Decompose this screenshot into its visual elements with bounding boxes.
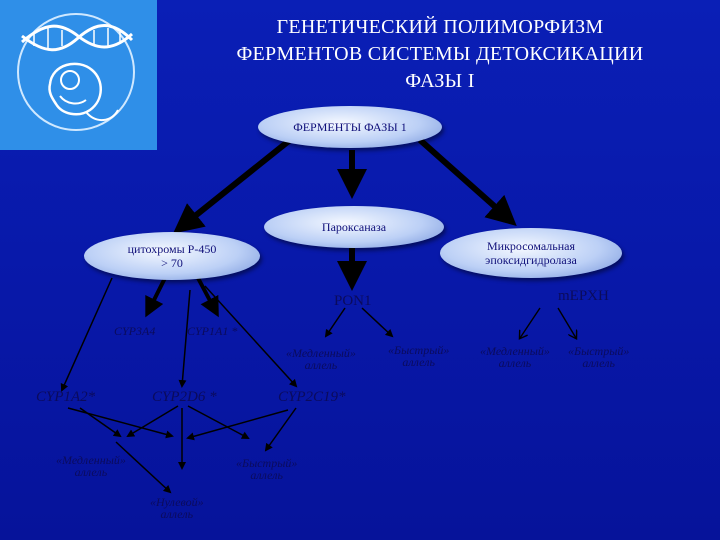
paraoxonase-label: Пароксаназа	[321, 220, 387, 234]
paraoxonase-node: Пароксаназа	[264, 206, 444, 248]
gene-cyp1a2: CYP1A2*	[36, 389, 96, 405]
title-line-2: ФЕРМЕНТОВ СИСТЕМЫ ДЕТОКСИКАЦИИ	[236, 43, 644, 65]
pon1-slow-allele: «Медленный» аллель	[286, 347, 356, 371]
page-title: ГЕНЕТИЧЕСКИЙ ПОЛИМОРФИЗМ ФЕРМЕНТОВ СИСТЕ…	[170, 14, 710, 95]
allele-type: «Медленный»	[56, 453, 126, 467]
title-line-3: ФАЗЫ I	[405, 70, 475, 92]
allele-type: «Медленный»	[480, 344, 550, 358]
cyp-slow-allele: «Медленный» аллель	[56, 454, 126, 478]
allele-type: «Быстрый»	[388, 343, 450, 357]
cyp-null-allele: «Нулевой» аллель	[150, 496, 204, 520]
epoxide-label-2: эпоксидгидролаза	[485, 253, 577, 267]
allele-word: аллель	[402, 355, 435, 369]
arrow-cytochrome-to-cyp3a4	[145, 277, 167, 318]
title-line-1: ГЕНЕТИЧЕСКИЙ ПОЛИМОРФИЗМ	[276, 16, 604, 38]
cytochrome-count: > 70	[161, 256, 183, 270]
allele-type: «Медленный»	[286, 346, 356, 360]
allele-type: «Нулевой»	[150, 495, 204, 509]
gene-cyp1a1: CYP1A1 *	[187, 324, 238, 338]
allele-type: «Быстрый»	[568, 344, 630, 358]
pon1-fast-allele: «Быстрый» аллель	[388, 344, 449, 368]
embryo-dna-logo	[0, 0, 157, 150]
mephx-slow-allele: «Медленный» аллель	[480, 345, 550, 369]
cyp-fast-allele: «Быстрый» аллель	[236, 457, 297, 481]
epoxide-hydrolase-node: Микросомальная эпоксидгидролаза	[440, 228, 622, 278]
allele-word: аллель	[74, 465, 108, 479]
gene-cyp3a4: CYP3A4	[114, 324, 156, 338]
arrow-root-to-epoxide	[418, 137, 517, 226]
allele-word: аллель	[160, 507, 194, 521]
arrow-cytochrome-to-cyp1a1	[196, 277, 219, 318]
mephx-fast-allele: «Быстрый» аллель	[568, 345, 629, 369]
allele-word: аллель	[582, 356, 615, 370]
allele-word: аллель	[250, 468, 283, 482]
gene-cyp2d6: CYP2D6 *	[152, 389, 217, 405]
phase1-enzymes-label: ФЕРМЕНТЫ ФАЗЫ 1	[293, 120, 407, 134]
allele-word: аллель	[498, 356, 532, 370]
cytochrome-p450-node: цитохромы Р-450 > 70	[84, 232, 260, 280]
epoxide-label-1: Микросомальная	[487, 239, 575, 253]
allele-type: «Быстрый»	[236, 456, 298, 470]
arrow-root-to-cytochrome	[172, 137, 292, 234]
gene-pon1: PON1	[334, 293, 372, 309]
gene-mephx: mEPXH	[558, 288, 609, 304]
cytochrome-label: цитохромы Р-450	[127, 242, 217, 256]
gene-cyp2c19: CYP2C19*	[278, 389, 346, 405]
phase1-enzymes-node: ФЕРМЕНТЫ ФАЗЫ 1	[258, 106, 442, 148]
allele-word: аллель	[304, 358, 338, 372]
